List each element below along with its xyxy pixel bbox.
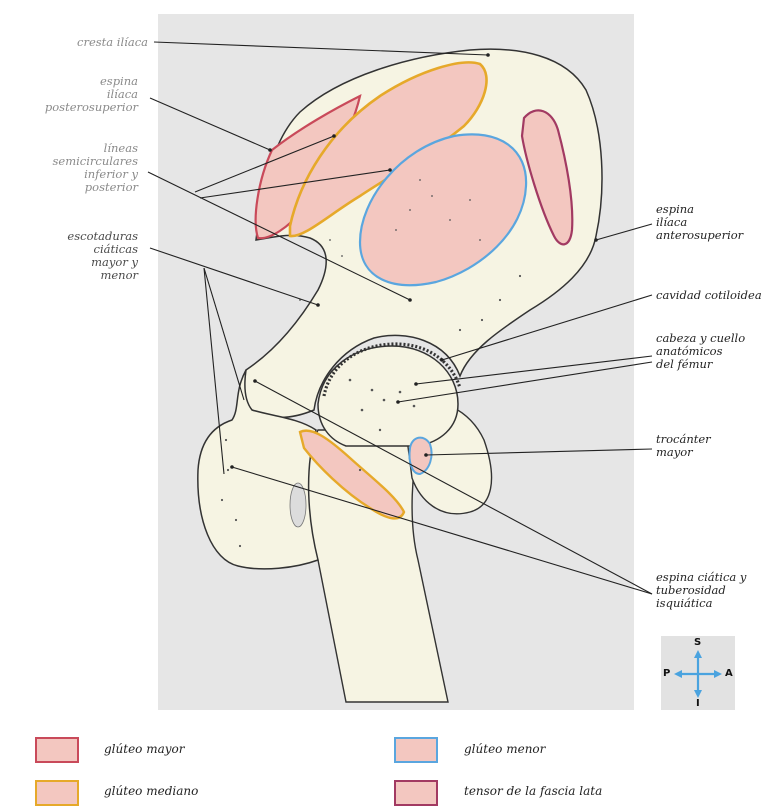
legend-label-tensor-fascia-lata: tensor de la fascia lata — [464, 784, 602, 798]
label-espina-iliaca-posterosuperior: espina ilíaca posterosuperior — [8, 75, 138, 114]
label-trocanter-mayor: trocánter mayor — [656, 433, 768, 459]
orientation-compass: S P A I — [661, 636, 735, 710]
label-cavidad-cotiloidea: cavidad cotiloidea — [656, 289, 770, 302]
legend-label-gluteo-menor: glúteo menor — [464, 742, 545, 756]
legend-swatch-gluteo-menor — [394, 737, 438, 763]
legend-label-gluteo-mediano: glúteo mediano — [104, 784, 198, 798]
legend-swatch-tensor-fascia-lata — [394, 780, 438, 806]
gluteo-menor-insertion — [409, 438, 431, 474]
label-cresta-iliaca: cresta ilíaca — [20, 36, 148, 49]
legend-swatch-gluteo-mediano — [35, 780, 79, 806]
label-cabeza-cuello-femur: cabeza y cuello anatómicos del fémur — [656, 332, 768, 371]
legend-label-gluteo-mayor: glúteo mayor — [104, 742, 184, 756]
compass-anterior: A — [725, 668, 733, 679]
label-escotaduras-ciaticas: escotaduras ciáticas mayor y menor — [8, 230, 138, 282]
legend-swatch-gluteo-mayor — [35, 737, 79, 763]
label-espina-iliaca-anterosuperior: espina ilíaca anterosuperior — [656, 203, 768, 242]
compass-posterior: P — [663, 668, 670, 679]
label-lineas-semicirculares: líneas semicirculares inferior y posteri… — [8, 142, 138, 194]
compass-superior: S — [694, 637, 701, 648]
label-espina-ciatica: espina ciática y tuberosidad isquiática — [656, 571, 770, 610]
obturator-shadow — [290, 483, 306, 527]
compass-inferior: I — [696, 698, 700, 709]
